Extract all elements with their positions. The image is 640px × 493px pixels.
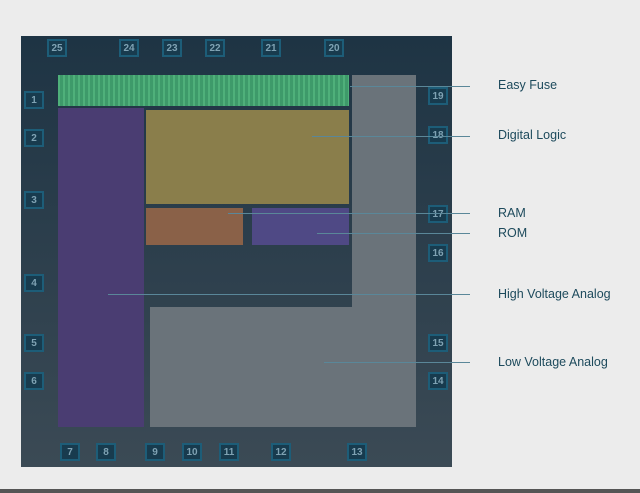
leader-line — [324, 362, 470, 363]
pin: 4 — [24, 274, 44, 292]
ram-region — [146, 208, 243, 245]
label-rom: ROM — [498, 226, 528, 240]
pin: 16 — [428, 244, 448, 262]
pin: 12 — [271, 443, 291, 461]
leader-line — [228, 213, 470, 214]
label-low-voltage-analog: Low Voltage Analog — [498, 355, 608, 369]
label-high-voltage-analog: High Voltage Analog — [498, 287, 611, 301]
leader-line — [317, 233, 470, 234]
digital-logic-region — [146, 110, 349, 204]
label-easy-fuse: Easy Fuse — [498, 78, 558, 92]
pin: 1 — [24, 91, 44, 109]
pin: 13 — [347, 443, 367, 461]
pin: 24 — [119, 39, 139, 57]
pin: 8 — [96, 443, 116, 461]
pin: 10 — [182, 443, 202, 461]
pin: 20 — [324, 39, 344, 57]
pin: 22 — [205, 39, 225, 57]
pin: 6 — [24, 372, 44, 390]
pin: 11 — [219, 443, 239, 461]
pin: 7 — [60, 443, 80, 461]
high-voltage-analog-region — [58, 108, 144, 427]
pin: 17 — [428, 205, 448, 223]
pin: 2 — [24, 129, 44, 147]
pin: 21 — [261, 39, 281, 57]
pin: 3 — [24, 191, 44, 209]
pin: 14 — [428, 372, 448, 390]
leader-line — [350, 86, 470, 87]
pin: 5 — [24, 334, 44, 352]
pin: 25 — [47, 39, 67, 57]
chip-die: 25 24 23 22 21 20 1 2 3 4 5 6 19 18 17 1… — [21, 36, 452, 467]
bottom-border — [0, 489, 640, 493]
leader-line — [312, 136, 470, 137]
pin: 23 — [162, 39, 182, 57]
pin: 9 — [145, 443, 165, 461]
leader-line — [108, 294, 470, 295]
pin: 19 — [428, 87, 448, 105]
low-voltage-analog-region — [150, 307, 416, 427]
pin: 18 — [428, 126, 448, 144]
label-ram: RAM — [498, 206, 526, 220]
pin: 15 — [428, 334, 448, 352]
easy-fuse-region — [58, 75, 349, 106]
label-digital-logic: Digital Logic — [498, 128, 567, 142]
rom-region — [252, 208, 349, 245]
